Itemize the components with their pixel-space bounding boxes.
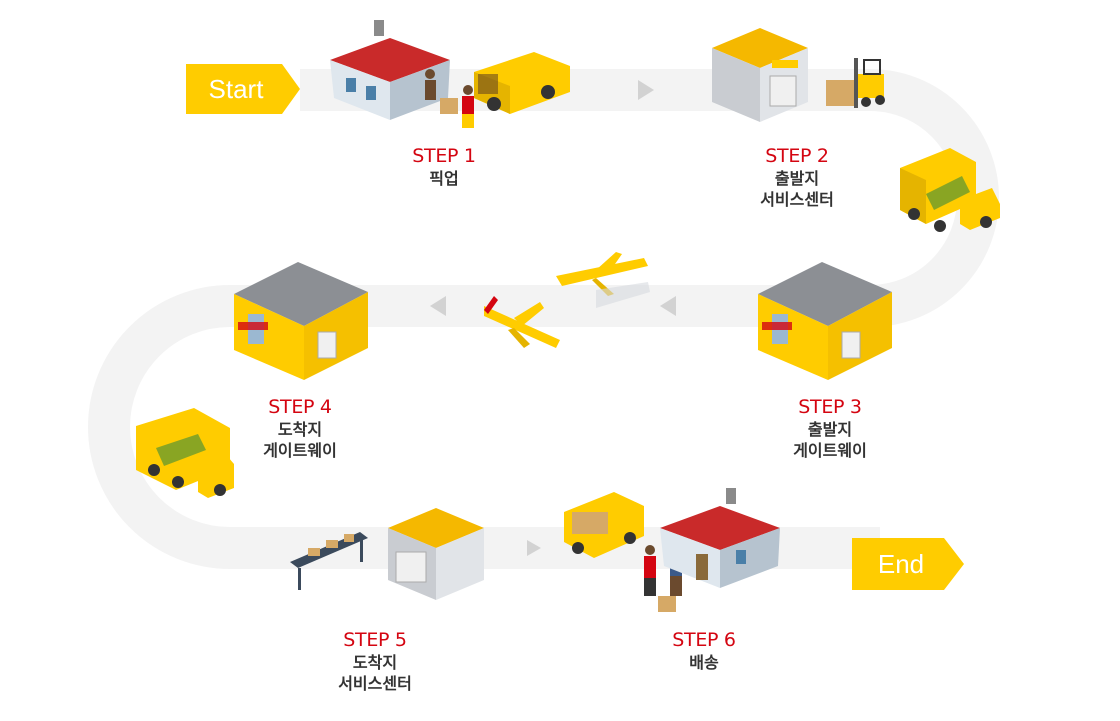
direction-arrow-4 [527,540,541,556]
direction-arrow-3 [430,296,446,316]
step-6-number: STEP 6 [672,629,736,651]
step-1-number: STEP 1 [412,145,476,167]
hangar-icon [234,262,368,380]
step-3-number: STEP 3 [798,396,862,418]
end-label: End [877,549,925,579]
house-icon [660,488,780,588]
step-2-label: STEP 2 출발지 서비스센터 [687,144,907,210]
direction-arrow-1 [638,80,654,100]
courier-icon [425,69,474,128]
step-4-name: 도착지 게이트웨이 [263,420,337,460]
step-2-name: 출발지 서비스센터 [760,169,834,209]
step-5-name: 도착지 서비스센터 [338,653,412,693]
step-5-label: STEP 5 도착지 서비스센터 [265,628,485,694]
van-icon [474,52,570,114]
step-1-name: 픽업 [429,169,459,188]
start-chip [186,64,300,114]
direction-arrow-2 [660,296,676,316]
airplane-icon [484,296,560,348]
forklift-icon [826,58,885,108]
house-icon [330,20,450,120]
step-5-number: STEP 5 [343,629,407,651]
step-4-label: STEP 4 도착지 게이트웨이 [190,395,410,461]
warehouse-icon [388,508,484,600]
step-2-number: STEP 2 [765,145,829,167]
van-icon [564,492,644,558]
step-6-name: 배송 [689,653,719,672]
start-label: Start [208,74,264,104]
airplane-icon [556,252,650,308]
step-3-name: 출발지 게이트웨이 [793,420,867,460]
warehouse-icon [712,28,808,122]
step-3-label: STEP 3 출발지 게이트웨이 [720,395,940,461]
end-chip [852,538,964,590]
step-4-number: STEP 4 [268,396,332,418]
conveyor-icon [290,532,368,590]
hangar-icon [758,262,892,380]
step-1-label: STEP 1 픽업 [334,144,554,189]
truck-icon [900,148,1000,232]
truck-icon [136,408,234,498]
route-track [88,69,999,569]
step-6-label: STEP 6 배송 [594,628,814,673]
